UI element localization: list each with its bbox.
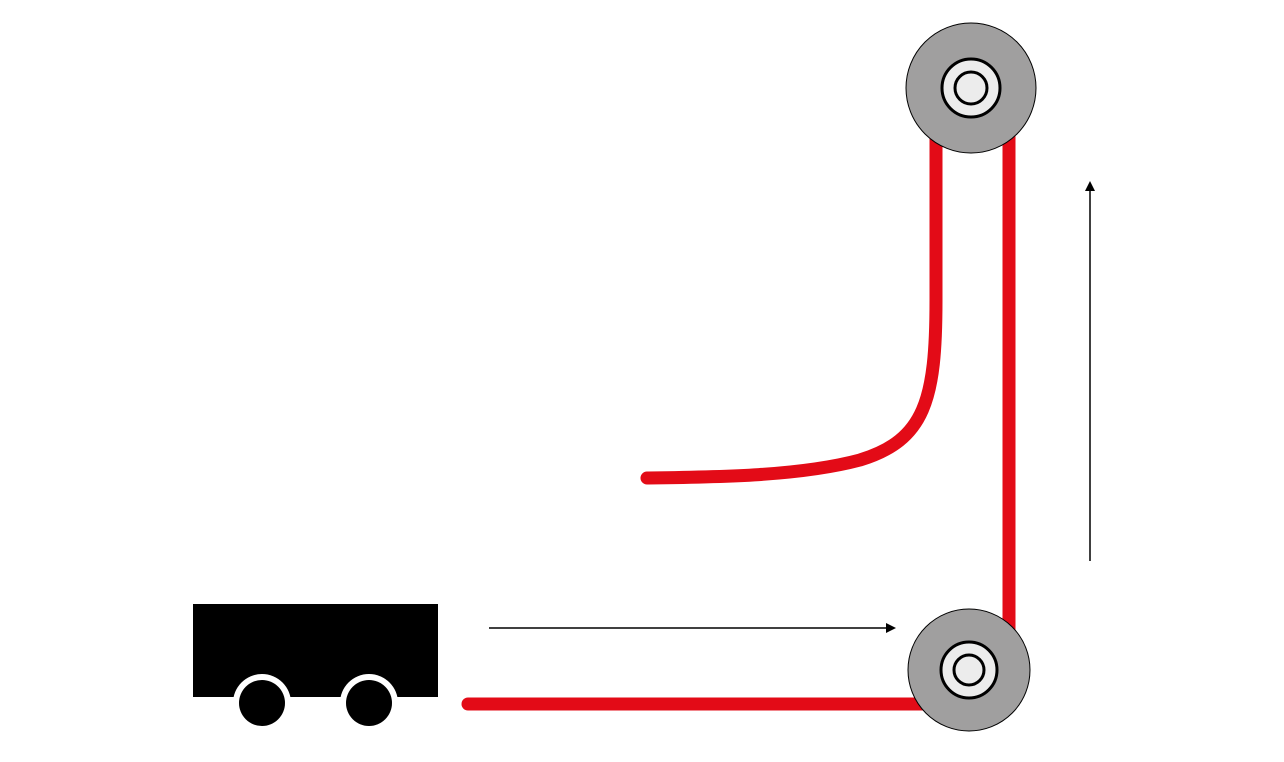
cart-icon [193, 604, 438, 732]
cart-wheel-left [239, 680, 285, 726]
bottom-pulley-axle [952, 653, 986, 687]
cart-wheel-right [346, 680, 392, 726]
top-pulley-icon [905, 22, 1037, 154]
curved-rope-segment [640, 127, 943, 485]
cart-body [193, 604, 438, 697]
top-pulley-axle [953, 70, 989, 106]
bottom-pulley-icon [907, 608, 1031, 732]
